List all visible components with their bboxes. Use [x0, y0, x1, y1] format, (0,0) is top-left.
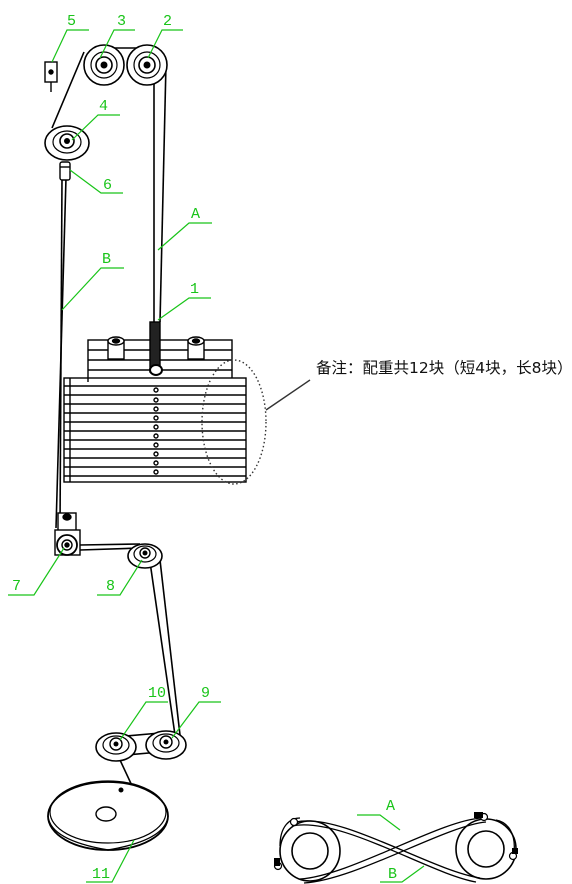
pulley-10: [95, 732, 137, 762]
pulley-9: [145, 730, 187, 760]
label-2: 2: [163, 13, 172, 30]
label-10: 10: [148, 685, 166, 702]
label-7: 7: [12, 578, 21, 595]
label-9: 9: [201, 685, 210, 702]
weight-stack: [63, 321, 247, 483]
weight-note: 备注：配重共12块（短4块，长8块）: [316, 359, 572, 377]
label-4: 4: [99, 98, 108, 115]
fitting-6: [59, 161, 71, 181]
label-detail-B: B: [388, 866, 397, 883]
cable-A: [104, 47, 167, 323]
pulley-4: [44, 125, 90, 161]
pulley-3: [83, 44, 125, 86]
label-5: 5: [67, 13, 76, 30]
label-cable-A: A: [191, 206, 200, 223]
label-cable-B: B: [102, 251, 111, 268]
label-11: 11: [92, 866, 110, 883]
label-3: 3: [117, 13, 126, 30]
note-highlight-ellipse: [201, 359, 267, 485]
pulley-7: [54, 512, 81, 556]
pulley-cable-diagram: 5 3 2 4 6 A B 1 7 8 10 9 11 A B: [8, 13, 518, 884]
cable-routing-detail: [273, 812, 518, 884]
note-leader: [265, 379, 311, 411]
pulley-2: [126, 44, 168, 86]
bracket-5: [44, 61, 58, 92]
wheel-11: [47, 780, 169, 851]
label-8: 8: [106, 578, 115, 595]
label-1: 1: [190, 281, 199, 298]
label-detail-A: A: [386, 798, 395, 815]
label-6: 6: [103, 177, 112, 194]
pulley-8: [127, 543, 163, 569]
